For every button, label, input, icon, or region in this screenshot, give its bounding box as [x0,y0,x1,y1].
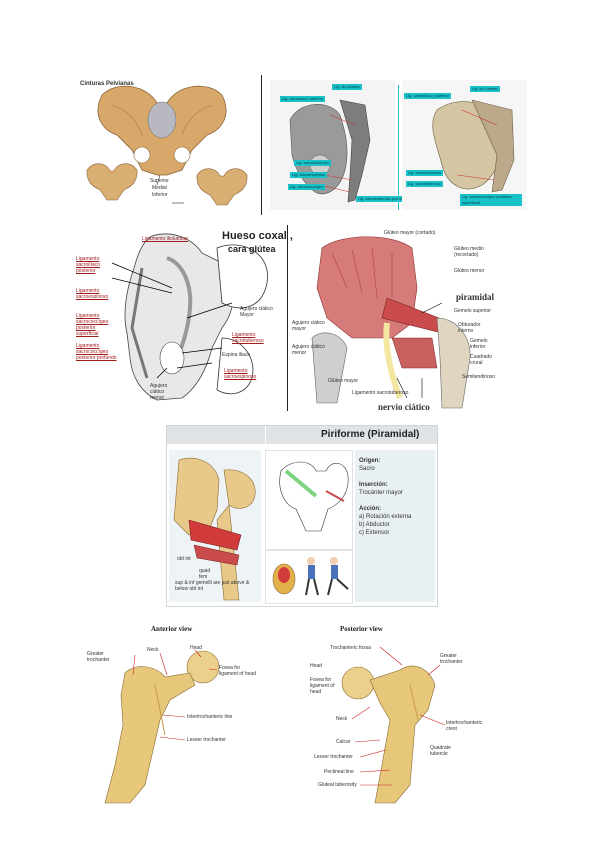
divider-row1-a [261,75,262,215]
femur-anterior-title: Anterior view [151,625,193,633]
origin-title: Origen: [359,458,381,464]
pir-label-r4: Obturador interno [458,322,481,334]
pir-label-r5: Gemelo inferior [470,338,488,350]
piriforme-title: Piriforme (Piramidal) [321,429,420,440]
fp-pectineal: Pectineal line [324,769,354,775]
pelvis-label-inferior: Inferior [152,192,168,198]
fp-head: Head [310,663,322,669]
tag-sacrococcigeo: Lig. sacrococcigeo [288,184,326,190]
fa-intertrochanteric: Intertrochanteric line [187,714,233,720]
pir-label-l2: Agujero ciático menor [292,344,325,356]
origin-value: Sacro [359,466,375,472]
pir-label-nervio: nervio ciático [378,402,430,412]
pelvis-label-superior: Superior [150,178,169,184]
fa-fovea: Fovea for ligament of head [219,665,256,677]
label-iliolumbar: Ligamento iliolumbar [142,236,189,242]
label-espina: Espina iliaca [222,352,251,358]
tag-sacrotuberoso: Lig. sacrotuberoso [294,160,331,166]
action-title: Acción: [359,506,382,512]
pir-label-l4: Ligamento sacrotuberoso [352,390,409,396]
tag-sacroiliaco-anterior: Lig. sacroiliaco anterior [280,96,326,102]
panel-ligaments-anterior: Lig. ilio lumbar Lig. sacroiliaco anteri… [270,80,410,210]
fa-lesser: Lesser trochanter [187,737,226,743]
fa-head: Head [190,645,202,651]
piramidal-illustration [311,236,471,409]
coxal-illustration [111,233,268,401]
ligaments-anterior-illustration [270,80,395,210]
tag-sacroespinoso: Lig. sacroespinoso [290,172,328,178]
panel-piramidal-anatomy: Glúteo mayor (cortado) Glúteo medio (rec… [292,228,496,413]
femur-posterior-illustration [341,646,446,804]
note-obt-int: obt int [177,556,191,562]
label-ligamento-sacroespinoso: Ligamento sacroespinoso [224,368,257,380]
divider-row1-b [398,85,399,210]
femur-anterior-illustration [104,649,220,804]
pir-label-r1: Glúteo medio (recortado) [454,246,484,258]
insertion-title: Inserción: [359,482,388,488]
label-agujero-menor: Agujero ciático menor [150,383,168,401]
panel-femur-anterior: Anterior view Greater trochanter Neck He… [85,625,285,805]
fp-lesser: Lesser trochanter [314,754,353,760]
tag-sacrococcigeo-posterior: Lig. sacrococcigeo posterior superficial [460,194,522,206]
note-quad-fem: quad fem [199,568,211,580]
pir-label-top: Glúteo mayor (cortado) [384,230,436,236]
action-1: a) Rotación externa [359,514,412,520]
piriforme-hip-image: obt int quad fem sup & inf gemelli are j… [169,450,261,602]
fp-greater: Greater trochanter [440,653,463,665]
tag-sacroiliaco-posterior: Lig. sacroiliaco posterior [404,93,452,99]
piriforme-exercise-image [265,550,353,604]
label-sacrococcigeo-sup: Ligamento sacrococcígeo posterior superf… [76,313,109,337]
fp-neck: Neck [336,716,348,722]
pir-label-r3: Gemelo superior [454,308,491,314]
femur-posterior-title: Posterior view [340,625,383,633]
tag-ilio-lumbar: Lig. ilio lumbar [332,84,362,90]
divider-row2 [287,225,288,411]
coxal-heading-line1: Hueso coxal , [222,230,293,242]
coxal-heading-line2: cara glútea [228,244,276,254]
panel-pelvis-overview: Cinturas Pelvianas Superior Medial Infer… [72,75,252,215]
fp-quadrate: Quadrate tubercle [430,745,451,757]
tag-sacroespinoso-right: Lig. sacroespinoso [406,170,444,176]
pelvis-illustration [86,85,248,206]
action-2: b) Abductor [359,522,390,528]
piriforme-pelvis-diagram [265,450,353,550]
tag-sacrotuberoso-posterior: Lig. sacrotuberoso posterior [356,196,410,202]
pir-label-piramidal: piramidal [456,292,495,302]
label-sacrococcigeo-prof: Ligamento sacrococcígeo posterior profun… [76,343,117,361]
fp-gluteal: Gluteal tuberosity [318,782,357,788]
tag-ilio-lumbar-right: Lig. ilio lumbar [470,86,500,92]
label-ligamento-sacrotuberoso: Ligamento sacrotuberoso [232,332,264,344]
piriforme-info: Origen: Sacro Inserción: Trocánter mayor… [355,450,435,602]
label-sacroiliaco: Ligamento sacroilíaco posterior [76,256,100,274]
panel-piriforme-card: Piriforme (Piramidal) obt int quad fem s… [166,425,438,607]
fp-fovea: Fovea for ligament of head [310,677,335,695]
action-3: c) Extensor [359,530,390,536]
panel-coxal-gluteal: Hueso coxal , cara glútea Ligamento ilio… [72,228,293,413]
pir-label-l3: Glúteo mayor [328,378,359,384]
insertion-value: Trocánter mayor [359,490,403,496]
fa-greater: Greater trochanter [87,651,110,663]
piriforme-header: Piriforme (Piramidal) [167,426,437,444]
label-agujero-mayor: Agujero ciático Mayor [240,306,273,318]
pir-label-r2: Glúteo menor [454,268,485,274]
panel-ligaments-posterior: Lig. sacroiliaco posterior Lig. ilio lum… [402,80,527,210]
piriforme-header-divider [265,426,266,444]
ligaments-posterior-illustration [402,80,527,210]
pelvis-label-medial: Medial [152,185,167,191]
note-gemelli: sup & inf gemelli are just above & below… [175,580,250,592]
pir-label-r7: Semitendinoso [462,374,496,380]
tag-sacrotuberoso-right: Lig. sacrotuberoso [406,181,443,187]
pir-label-l1: Agujero ciático mayor [292,320,325,332]
pelvis-title: Cinturas Pelvianas [80,81,134,87]
fp-calcar: Calcar [336,739,351,745]
pir-label-r6: Cuadrado crural [470,354,492,366]
fp-fossa: Trochanteric fossa [330,645,371,651]
label-sacroespinoso-left: Ligamento sacroespinoso [76,288,109,300]
panel-femur-posterior: Posterior view Trochanteric fossa Head F… [310,625,510,805]
fp-intertroch-crest: Intertrochanteric crest [446,720,483,732]
fa-neck: Neck [147,647,159,653]
